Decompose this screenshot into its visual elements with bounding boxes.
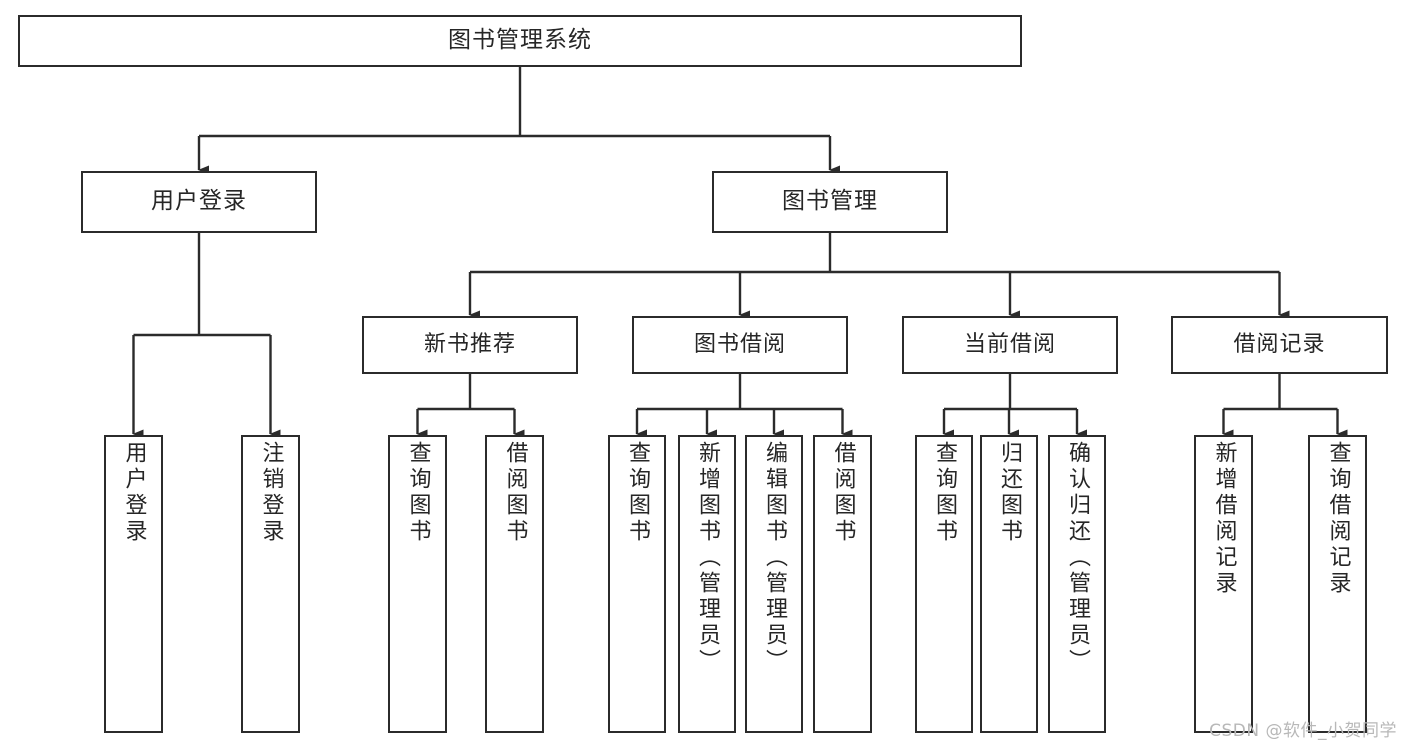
node-label: 借阅图书: [830, 441, 856, 545]
node-label: 归还图书: [997, 441, 1022, 545]
node-label: 图书管理系统: [448, 27, 592, 54]
node-label: 图书借阅: [693, 332, 786, 358]
node-user-login[interactable]: 用户登录: [81, 171, 317, 233]
node-label: 确认归还（管理员）: [1065, 441, 1090, 675]
node-label: 用户登录: [121, 441, 147, 545]
node-label: 查询图书: [405, 441, 431, 545]
node-current-borrow[interactable]: 当前借阅: [902, 316, 1118, 374]
node-leaf-add-record[interactable]: 新增借阅记录: [1194, 435, 1253, 733]
node-book-manage[interactable]: 图书管理: [712, 171, 948, 233]
node-leaf-query-book-2[interactable]: 查询图书: [608, 435, 666, 733]
node-leaf-add-book[interactable]: 新增图书（管理员）: [678, 435, 736, 733]
node-label: 新增图书（管理员）: [695, 441, 720, 675]
node-leaf-borrow-book-1[interactable]: 借阅图书: [485, 435, 544, 733]
node-leaf-user-logout[interactable]: 注销登录: [241, 435, 300, 733]
node-label: 用户登录: [151, 188, 247, 215]
node-leaf-query-book-3[interactable]: 查询图书: [915, 435, 973, 733]
node-leaf-user-login[interactable]: 用户登录: [104, 435, 163, 733]
node-label: 新增借阅记录: [1211, 441, 1237, 597]
node-leaf-return-book[interactable]: 归还图书: [980, 435, 1038, 733]
node-label: 借阅图书: [502, 441, 528, 545]
node-label: 注销登录: [258, 441, 284, 545]
node-new-book-rec[interactable]: 新书推荐: [362, 316, 578, 374]
node-label: 当前借阅: [963, 332, 1056, 358]
node-leaf-confirm-return[interactable]: 确认归还（管理员）: [1048, 435, 1106, 733]
node-book-borrow[interactable]: 图书借阅: [632, 316, 848, 374]
node-label: 借阅记录: [1233, 332, 1326, 358]
node-label: 图书管理: [782, 188, 878, 215]
node-root[interactable]: 图书管理系统: [18, 15, 1022, 67]
node-leaf-query-record[interactable]: 查询借阅记录: [1308, 435, 1367, 733]
node-leaf-query-book-1[interactable]: 查询图书: [388, 435, 447, 733]
node-label: 查询借阅记录: [1325, 441, 1351, 597]
node-label: 查询图书: [932, 441, 957, 545]
node-label: 新书推荐: [423, 332, 516, 358]
node-borrow-record[interactable]: 借阅记录: [1171, 316, 1388, 374]
node-leaf-edit-book[interactable]: 编辑图书（管理员）: [745, 435, 803, 733]
node-leaf-borrow-book-2[interactable]: 借阅图书: [813, 435, 872, 733]
node-label: 查询图书: [625, 441, 650, 545]
node-label: 编辑图书（管理员）: [762, 441, 787, 675]
